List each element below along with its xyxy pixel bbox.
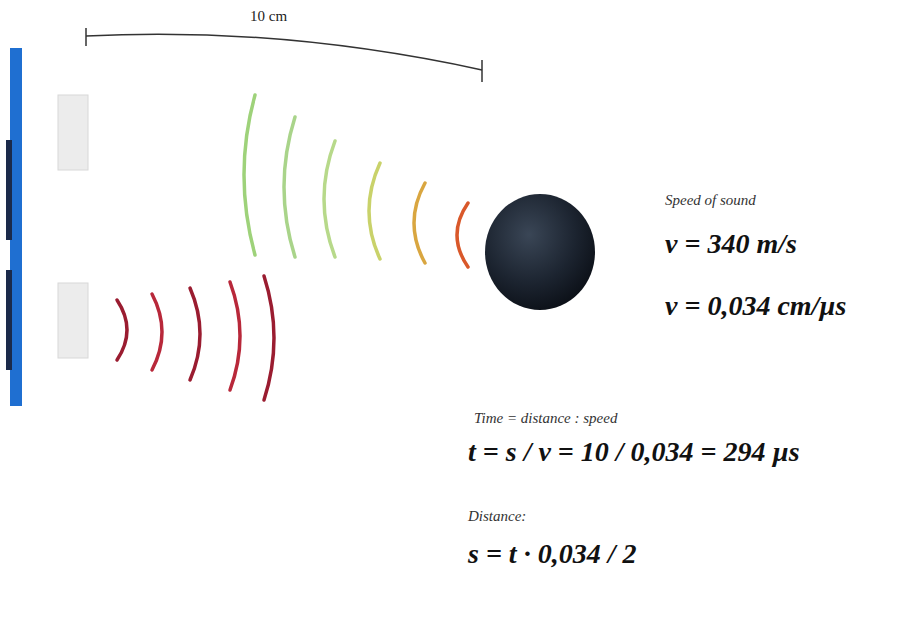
dimension-line	[86, 34, 482, 70]
sent-wave	[117, 300, 127, 360]
target-object	[485, 194, 595, 310]
dimension-tick	[481, 60, 483, 82]
dimension-tick	[85, 28, 87, 46]
formula: s = t · 0,034 / 2	[468, 538, 636, 570]
formula: t = s / v = 10 / 0,034 = 294 µs	[468, 436, 800, 468]
receiver	[58, 95, 88, 170]
sent-wave	[152, 294, 162, 370]
echo-wave	[414, 183, 425, 263]
note-label: Distance:	[468, 508, 526, 525]
echo-wave	[457, 203, 468, 267]
formula: v = 340 m/s	[665, 228, 797, 260]
sent-wave	[190, 288, 200, 380]
sensor-pin	[6, 270, 12, 370]
transmitter	[58, 283, 88, 358]
sensor-pin	[6, 140, 12, 240]
note-label: Time = distance : speed	[474, 410, 617, 427]
echo-wave	[369, 163, 380, 259]
formula: v = 0,034 cm/µs	[665, 290, 846, 322]
sent-wave	[230, 282, 240, 390]
echo-wave	[244, 95, 255, 255]
echo-wave	[284, 117, 295, 257]
dimension-label: 10 cm	[250, 8, 287, 25]
note-label: Speed of sound	[665, 192, 756, 209]
sent-wave	[264, 276, 274, 400]
echo-wave	[324, 141, 335, 257]
